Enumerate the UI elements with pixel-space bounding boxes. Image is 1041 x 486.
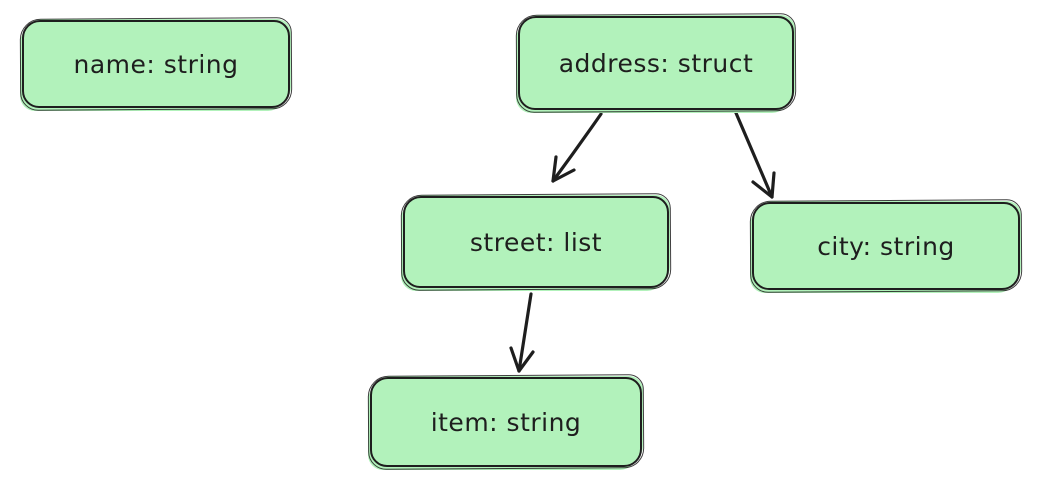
- node-item-label: item: string: [430, 407, 582, 437]
- edge-street-item-shaft: [517, 292, 533, 373]
- node-street-list[interactable]: street: list: [403, 196, 669, 288]
- edge-street-item[interactable]: [509, 292, 535, 373]
- node-name-label: name: string: [73, 49, 239, 79]
- node-street-label: street: list: [469, 227, 603, 257]
- arrowhead-street-icon: [551, 155, 576, 183]
- node-address-struct[interactable]: address: struct: [518, 16, 794, 110]
- node-city-label: city: string: [817, 231, 955, 261]
- node-address-label: address: struct: [558, 48, 754, 78]
- node-city-string[interactable]: city: string: [752, 202, 1020, 290]
- edge-address-street[interactable]: [551, 112, 603, 183]
- arrowhead-city-icon: [751, 171, 776, 199]
- edge-address-city-shaft: [734, 111, 774, 199]
- node-item-string[interactable]: item: string: [370, 377, 642, 467]
- edge-address-city[interactable]: [734, 111, 776, 199]
- node-name-string[interactable]: name: string: [22, 20, 290, 108]
- edge-address-street-shaft: [551, 112, 603, 183]
- arrowhead-item-icon: [509, 346, 535, 373]
